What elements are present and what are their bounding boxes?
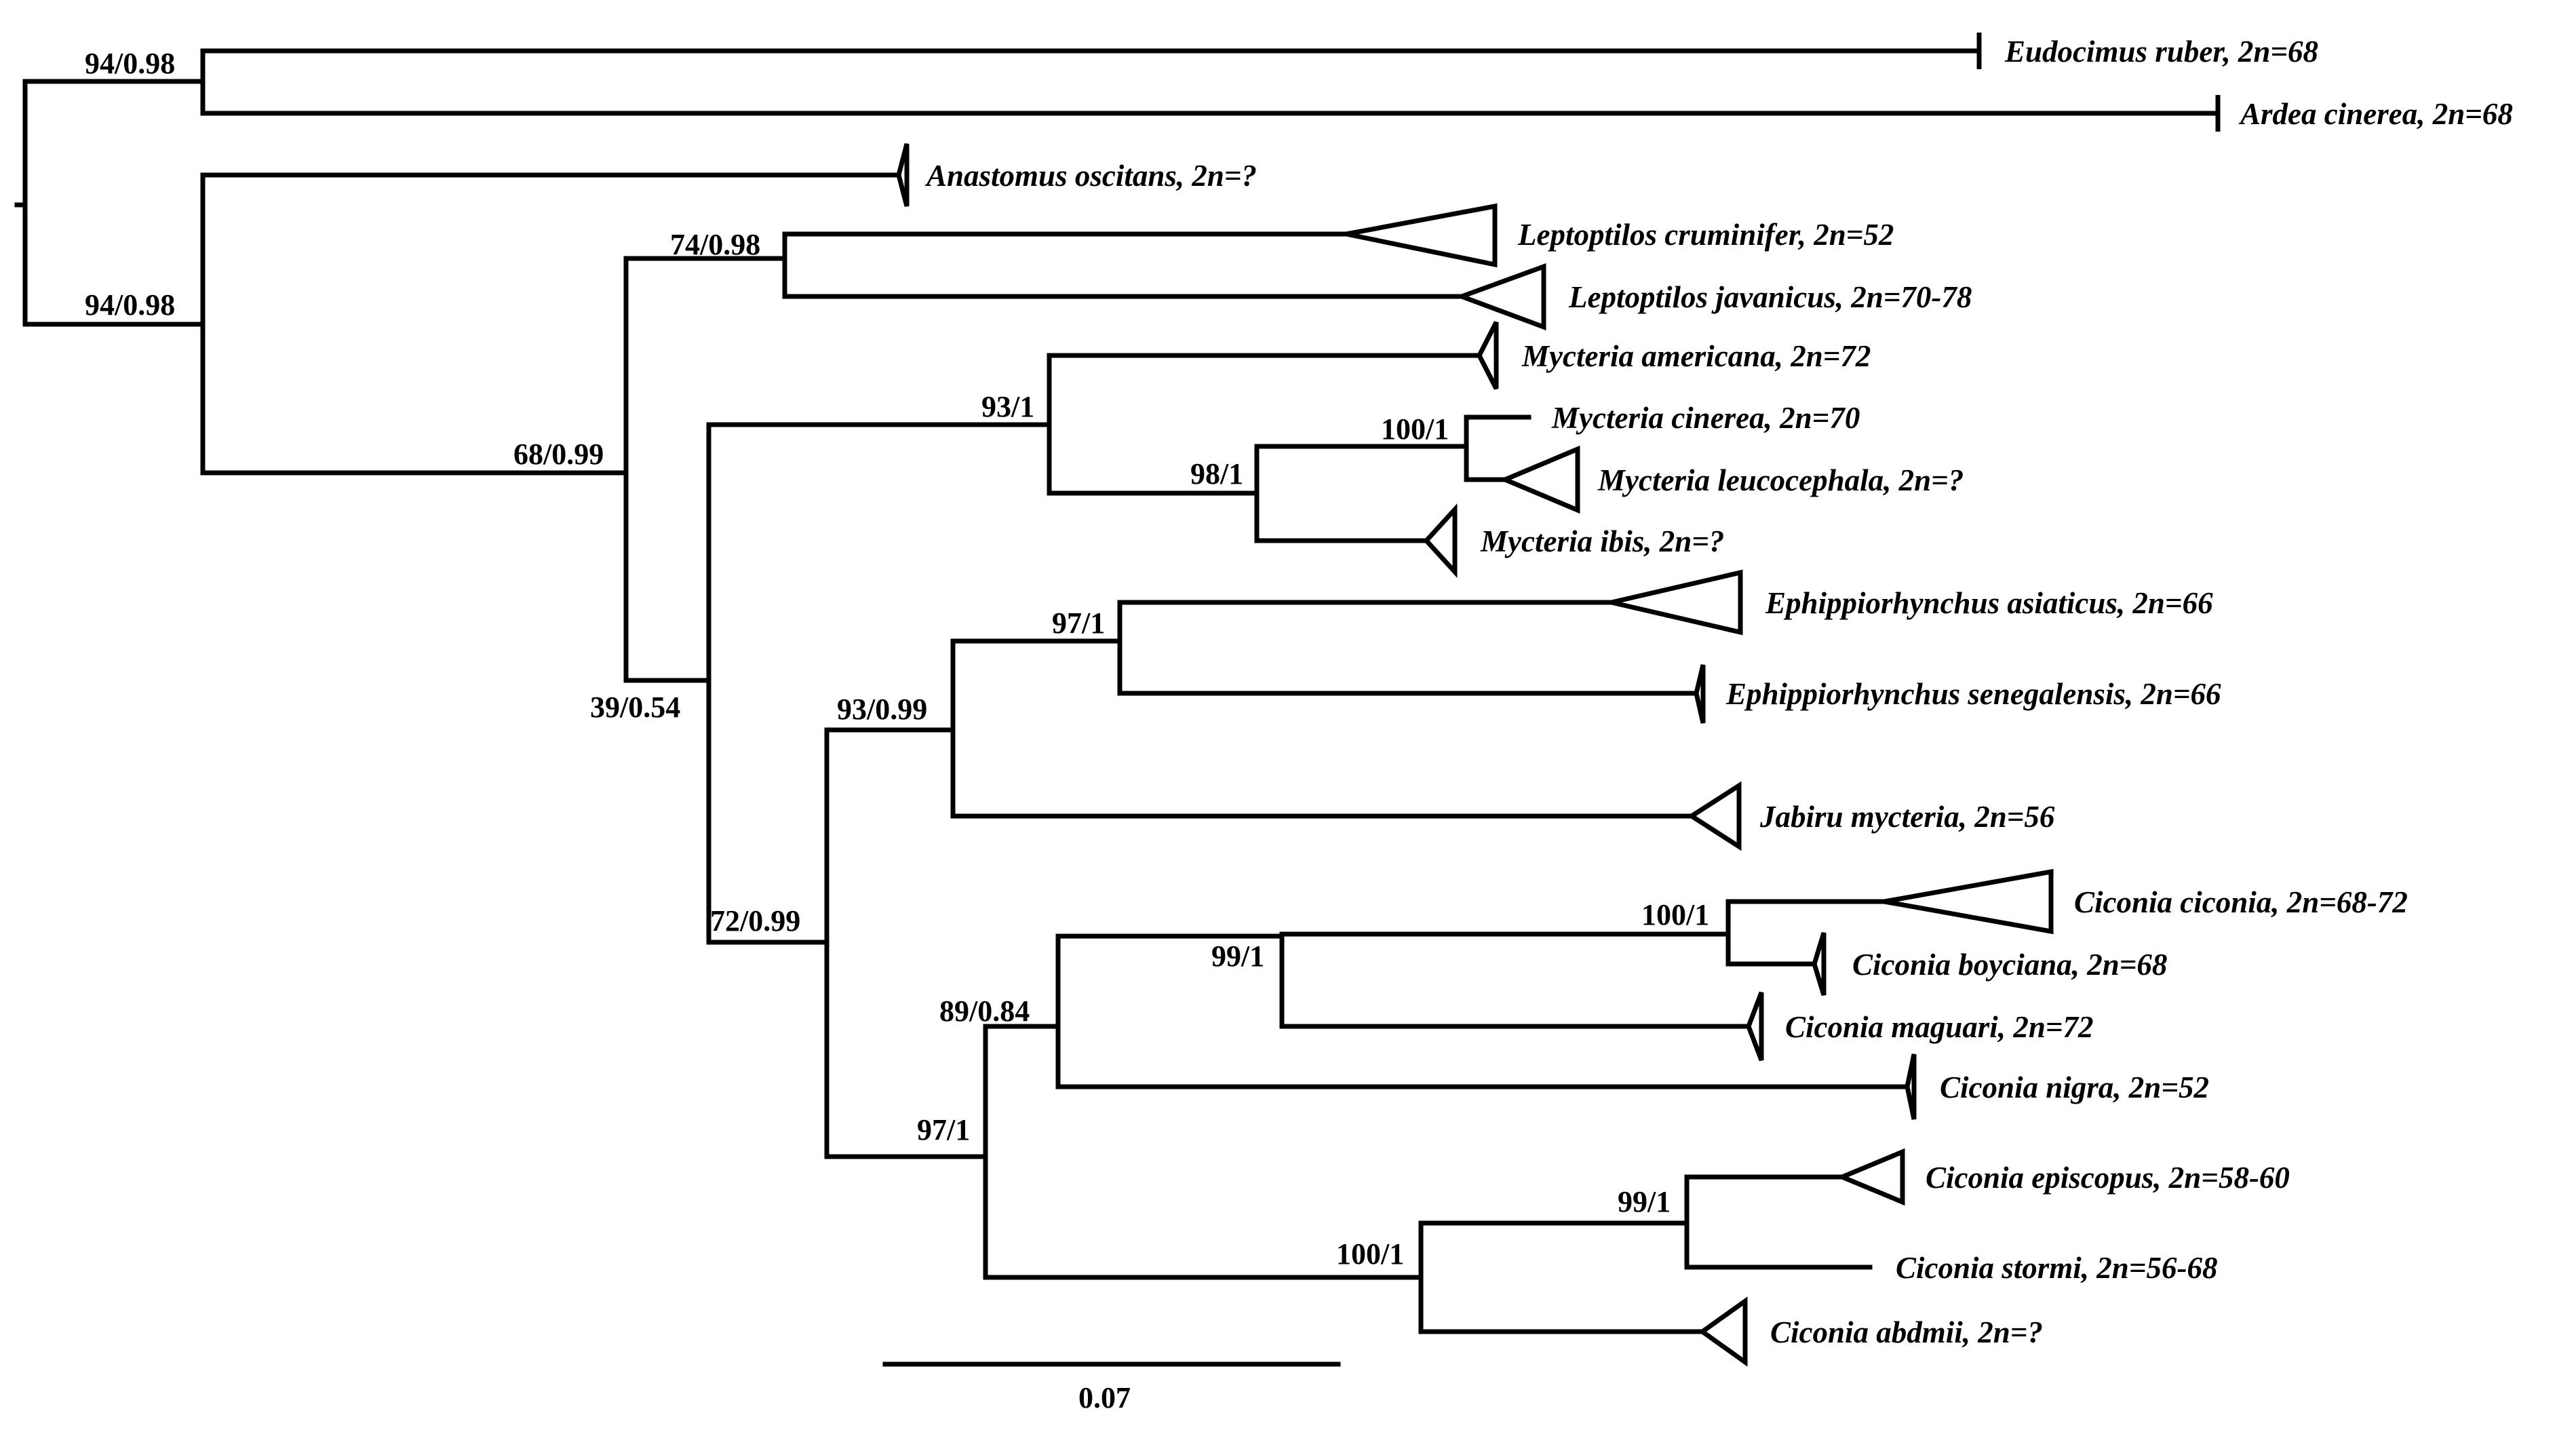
clade-ciconia-nigra [1905, 1054, 1917, 1120]
tip-label: Ciconia nigra, 2n=52 [1940, 1070, 2209, 1104]
support-value: 97/1 [1052, 606, 1105, 640]
support-value: 100/1 [1381, 412, 1449, 446]
tip-label: Mycteria cinerea, 2n=70 [1551, 401, 1860, 435]
support-value: 72/0.99 [710, 904, 800, 938]
clade-mycteria-americana [1477, 321, 1499, 390]
core-node [706, 422, 1052, 945]
clade-anastomus-oscitans [896, 143, 910, 207]
support-value: 99/1 [1618, 1185, 1671, 1218]
tip-label: Anastomus oscitans, 2n=? [924, 159, 1257, 193]
ciconia-c-node [1418, 1220, 1705, 1334]
tip-label: Ciconia maguari, 2n=72 [1785, 1010, 2093, 1044]
ciconia-es-node [1684, 1174, 1873, 1270]
tip-labels: Eudocimus ruber, 2n=68 Ardea cinerea, 2n… [924, 35, 2513, 1349]
scale-bar-label: 0.07 [1078, 1381, 1131, 1414]
tip-label: Ciconia episcopus, 2n=58-60 [1926, 1161, 2290, 1195]
tip-label: Ardea cinerea, 2n=68 [2238, 97, 2513, 131]
support-value: 74/0.98 [670, 228, 760, 261]
mycteria-cin-leu-node [1464, 414, 1531, 482]
support-value: 89/0.84 [939, 994, 1030, 1028]
scale-bar: 0.07 [882, 1361, 1341, 1414]
support-value: 94/0.98 [85, 288, 175, 322]
clade-jabiru-mycteria [1687, 781, 1742, 851]
clade-ephippiorhynchus-senegalensis [1694, 664, 1706, 724]
tip-label: Ciconia boyciana, 2n=68 [1852, 948, 2167, 982]
support-value: 93/1 [981, 390, 1034, 423]
clade-ciconia-maguari [1746, 991, 1764, 1062]
clade-leptoptilos-cruminifer [1346, 203, 1498, 268]
ciconia-group-node [824, 727, 988, 1159]
eph-jab-node [950, 638, 1694, 819]
support-value: 97/1 [917, 1113, 970, 1146]
mycteria-sub-node [1254, 444, 1469, 543]
support-value: 94/0.98 [85, 47, 175, 80]
tree-branches [14, 48, 2221, 1334]
clade-ciconia-ciconia [1884, 868, 2054, 935]
leptoptilos-node [782, 231, 1464, 299]
support-value: 39/0.54 [590, 691, 680, 724]
clade-ciconia-abdmii [1698, 1296, 1748, 1367]
support-value: 99/1 [1211, 940, 1264, 973]
tip-label: Ciconia stormi, 2n=56-68 [1896, 1251, 2217, 1285]
tip-label: Leptoptilos cruminifer, 2n=52 [1517, 218, 1894, 252]
support-values: 94/0.98 94/0.98 68/0.99 74/0.98 39/0.54 … [85, 47, 1709, 1271]
tip-label: Ciconia abdmii, 2n=? [1770, 1315, 2043, 1349]
outgroup-clade [22, 48, 2221, 116]
mycteria-node [1047, 353, 1482, 496]
support-value: 93/0.99 [837, 693, 927, 726]
clade-ephippiorhynchus-asiaticus [1611, 569, 1743, 636]
support-value: 98/1 [1190, 457, 1243, 490]
ingroup-clade [22, 172, 901, 476]
tip-label: Eudocimus ruber, 2n=68 [2004, 35, 2318, 69]
tip-label: Mycteria ibis, 2n=? [1480, 524, 1724, 558]
clade-ciconia-episcopus [1835, 1148, 1905, 1206]
tip-label: Ephippiorhynchus asiaticus, 2n=66 [1765, 586, 2213, 620]
clade-ciconia-boyciana [1812, 931, 1827, 997]
ciconia-cb-node [1725, 899, 1887, 967]
ciconia-a-node [1055, 933, 1910, 1089]
ciconia-b-node [1279, 931, 1751, 1029]
tip-label: Mycteria leucocephala, 2n=? [1597, 463, 1964, 497]
clade-mycteria-ibis [1423, 503, 1458, 579]
clade-mycteria-leucocephala [1498, 445, 1580, 514]
support-value: 100/1 [1641, 898, 1709, 931]
clade-leptoptilos-javanicus [1454, 263, 1546, 331]
support-value: 100/1 [1336, 1237, 1404, 1271]
ciconia-node [983, 1024, 1424, 1280]
leptoptilos-storks-node [623, 256, 787, 683]
ephippiorhynchus-node [1117, 600, 1699, 696]
support-value: 68/0.99 [513, 438, 604, 471]
tip-label: Leptoptilos javanicus, 2n=70-78 [1568, 280, 1972, 314]
tip-label: Mycteria americana, 2n=72 [1521, 339, 1871, 373]
tip-label: Ephippiorhynchus senegalensis, 2n=66 [1725, 677, 2221, 711]
root-branch [14, 79, 28, 327]
collapsed-clades [896, 33, 2221, 1367]
tip-label: Jabiru mycteria, 2n=56 [1759, 800, 2055, 834]
tip-label: Ciconia ciconia, 2n=68-72 [2074, 885, 2408, 919]
